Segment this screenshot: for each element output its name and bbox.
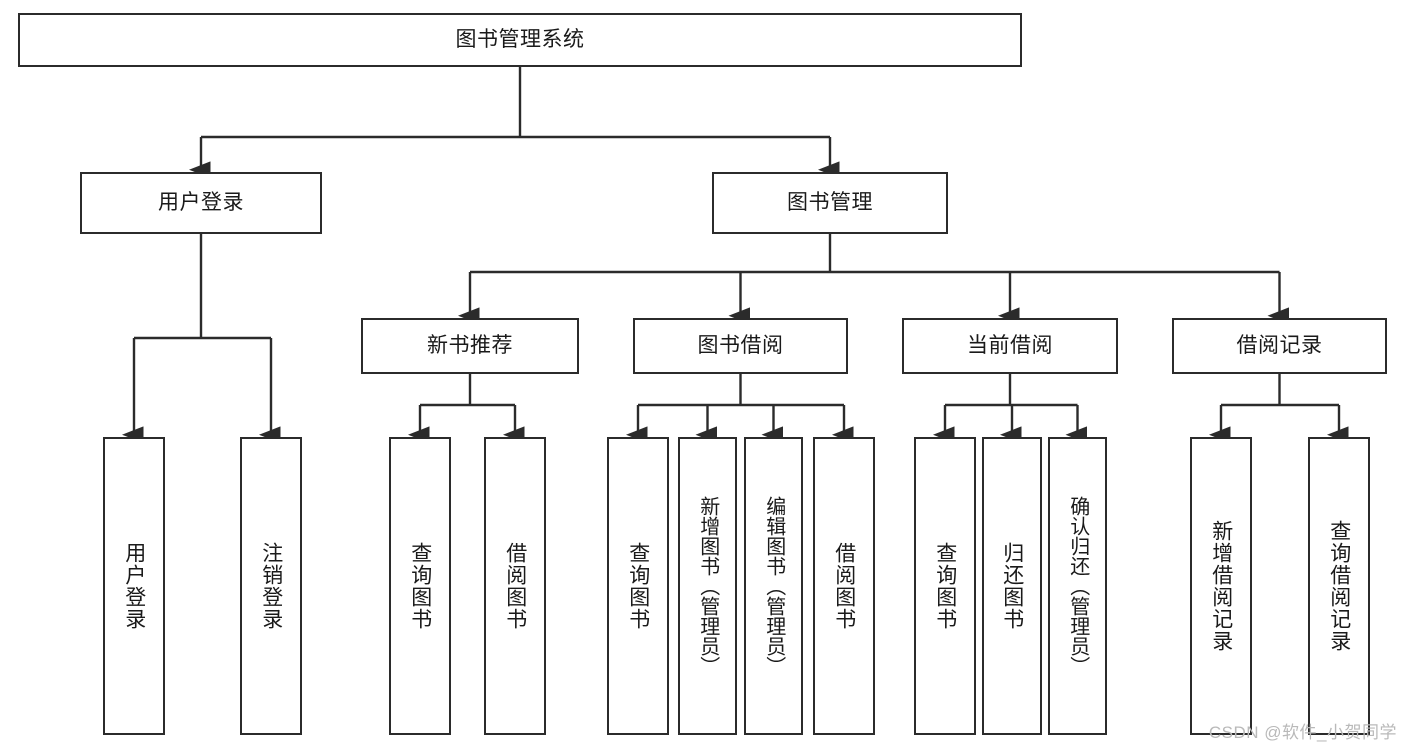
- node-leaf-query-book-3[interactable]: 查询图书: [914, 437, 976, 735]
- node-label: 用户登录: [158, 191, 244, 215]
- node-leaf-add-record[interactable]: 新增借阅记录: [1190, 437, 1252, 735]
- node-leaf-user-logout[interactable]: 注销登录: [240, 437, 302, 735]
- node-leaf-query-record[interactable]: 查询借阅记录: [1308, 437, 1370, 735]
- node-label: 借阅记录: [1236, 334, 1323, 358]
- node-label: 新书推荐: [427, 334, 513, 358]
- node-book-manage[interactable]: 图书管理: [712, 172, 948, 234]
- node-leaf-user-login[interactable]: 用户登录: [103, 437, 165, 735]
- node-current-borrow[interactable]: 当前借阅: [902, 318, 1118, 374]
- node-leaf-query-book-2[interactable]: 查询图书: [607, 437, 669, 735]
- node-label: 借阅图书: [832, 542, 856, 630]
- node-label: 当前借阅: [967, 334, 1053, 358]
- node-new-book-rec[interactable]: 新书推荐: [361, 318, 579, 374]
- node-leaf-borrow-book-2[interactable]: 借阅图书: [813, 437, 875, 735]
- node-leaf-query-book-1[interactable]: 查询图书: [389, 437, 451, 735]
- node-label: 新增图书（管理员）: [696, 496, 719, 676]
- node-label: 归还图书: [1000, 542, 1024, 630]
- node-label: 确认归还（管理员）: [1066, 496, 1089, 676]
- node-label: 查询图书: [408, 542, 432, 630]
- watermark-text: CSDN @软件_小贺同学: [1208, 723, 1397, 742]
- node-label: 用户登录: [122, 542, 146, 630]
- node-label: 查询图书: [626, 542, 650, 630]
- node-borrow-record[interactable]: 借阅记录: [1172, 318, 1387, 374]
- node-label: 编辑图书（管理员）: [762, 496, 785, 676]
- node-label: 图书管理: [787, 191, 873, 215]
- node-label: 图书借阅: [697, 334, 784, 358]
- node-root[interactable]: 图书管理系统: [18, 13, 1022, 67]
- node-leaf-add-book[interactable]: 新增图书（管理员）: [678, 437, 737, 735]
- node-leaf-borrow-book-1[interactable]: 借阅图书: [484, 437, 546, 735]
- node-book-borrow[interactable]: 图书借阅: [633, 318, 848, 374]
- node-label: 查询借阅记录: [1327, 520, 1351, 652]
- node-leaf-return-book[interactable]: 归还图书: [982, 437, 1042, 735]
- node-label: 借阅图书: [503, 542, 527, 630]
- node-label: 查询图书: [933, 542, 957, 630]
- node-label: 图书管理系统: [455, 28, 585, 52]
- node-leaf-confirm-ret[interactable]: 确认归还（管理员）: [1048, 437, 1107, 735]
- node-user-login[interactable]: 用户登录: [80, 172, 322, 234]
- node-label: 注销登录: [259, 542, 283, 630]
- node-label: 新增借阅记录: [1209, 520, 1233, 652]
- node-leaf-edit-book[interactable]: 编辑图书（管理员）: [744, 437, 803, 735]
